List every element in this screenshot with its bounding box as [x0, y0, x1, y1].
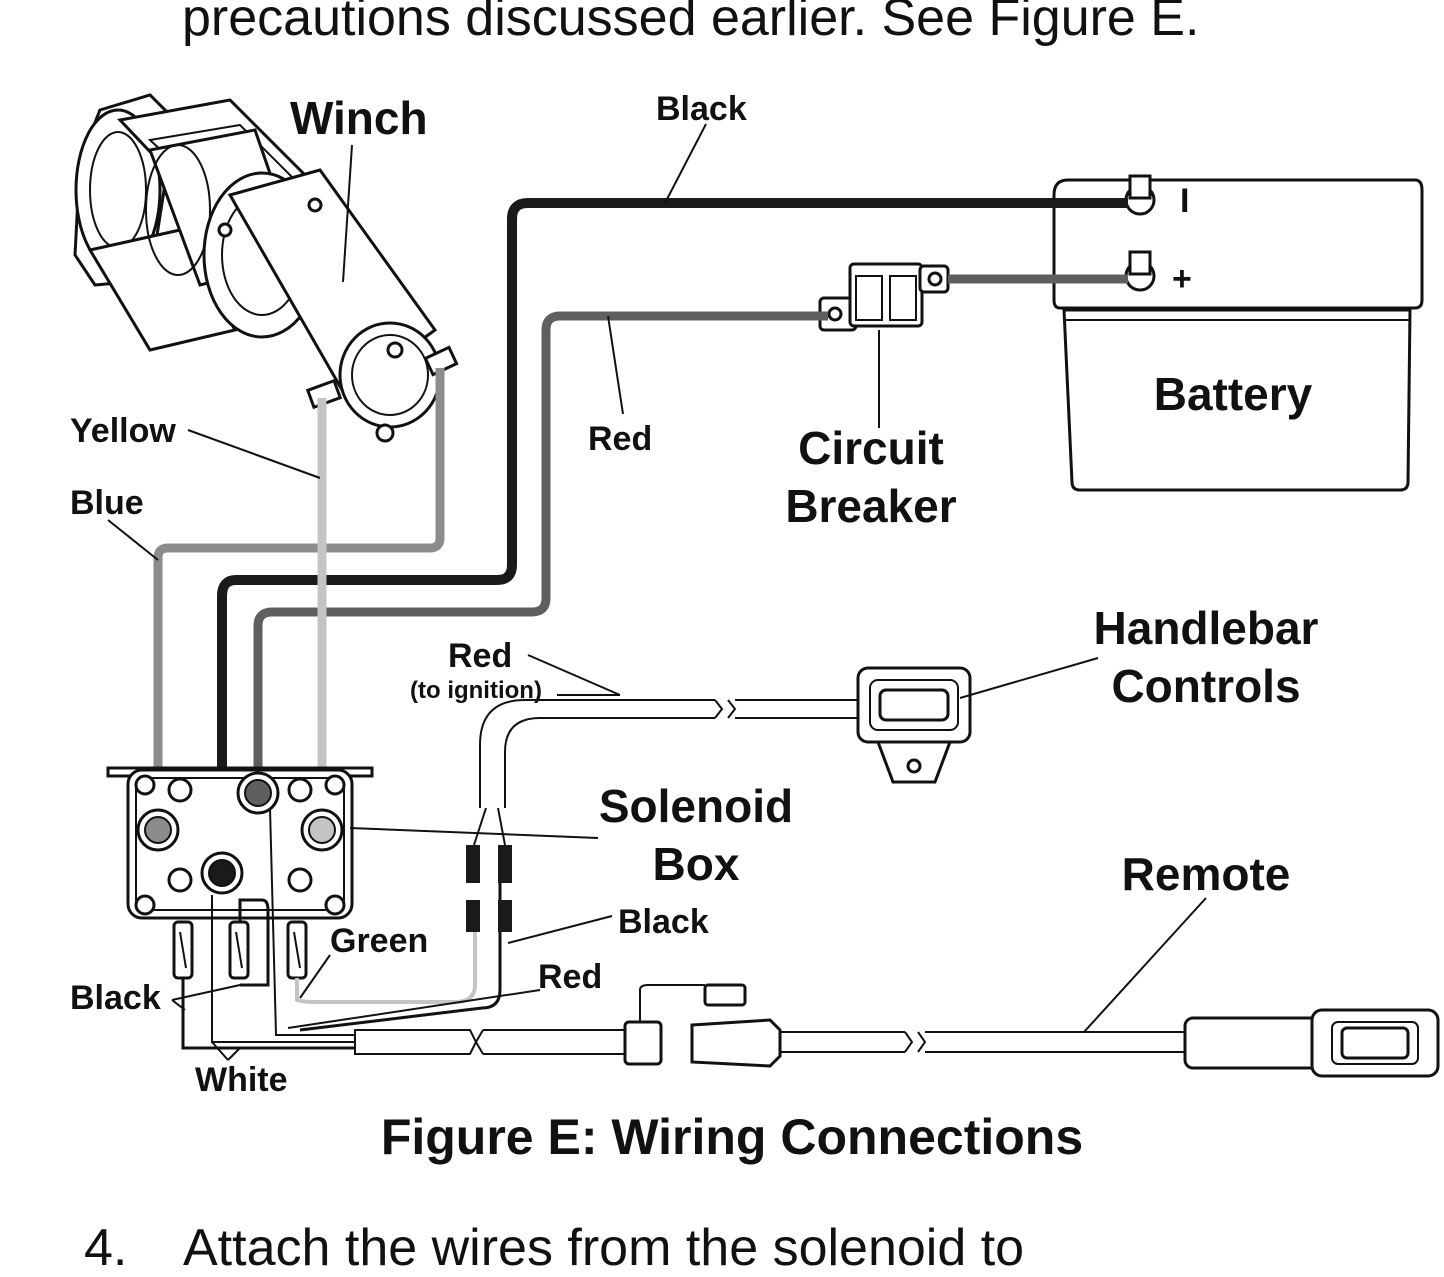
wire-control-red — [269, 807, 355, 1036]
black-wire-mid-label: Black — [618, 903, 709, 941]
leader-lines — [107, 123, 1207, 1061]
remote-socket-illustration — [623, 983, 782, 1068]
handlebar-controls-label-line1: Handlebar — [1094, 602, 1319, 654]
wire-control-red2 — [299, 880, 502, 1032]
battery-positive-label: + — [1172, 260, 1192, 298]
red-wire-label: Red — [588, 420, 652, 458]
circuit-breaker-label-line2: Breaker — [785, 480, 956, 532]
body-text-top-line: precautions discussed earlier. See Figur… — [182, 0, 1200, 47]
to-ignition-label: (to ignition) — [410, 677, 542, 704]
circuit-breaker-illustration — [818, 262, 950, 332]
solenoid-box-illustration — [106, 766, 374, 980]
handlebar-controls-label-line2: Controls — [1111, 660, 1300, 712]
wire-control-green — [295, 932, 477, 1004]
blue-wire-label: Blue — [70, 484, 144, 522]
remote-control-illustration — [1183, 1008, 1440, 1078]
battery-label: Battery — [1154, 368, 1313, 420]
wire-blue — [153, 368, 445, 830]
figure-caption: Figure E: Wiring Connections — [380, 1109, 1084, 1165]
winch-label: Winch — [290, 92, 428, 144]
handlebar-cable — [479, 699, 715, 808]
wire-red-main — [253, 311, 828, 792]
winch-illustration — [73, 93, 459, 443]
handlebar-switch-illustration — [856, 666, 972, 784]
step-number: 4. — [84, 1219, 128, 1277]
step-text: Attach the wires from the solenoid to — [183, 1219, 1025, 1277]
wire-control-black2 — [238, 898, 270, 987]
solenoid-box-label-line1: Solenoid — [599, 780, 793, 832]
green-wire-label: Green — [330, 922, 428, 960]
red-ignition-label: Red — [448, 637, 512, 675]
wire-black-main — [217, 198, 1128, 872]
battery-illustration — [1052, 174, 1424, 492]
black-wire-left-label: Black — [70, 979, 161, 1017]
circuit-breaker-label-line1: Circuit — [798, 422, 944, 474]
remote-label: Remote — [1122, 848, 1291, 900]
wire-control-black — [181, 978, 355, 1050]
yellow-wire-label: Yellow — [70, 412, 176, 450]
solenoid-box-label-line2: Box — [653, 838, 740, 890]
black-wire-top-label: Black — [656, 90, 747, 128]
ignition-plugs — [466, 807, 512, 932]
red-wire-low-label: Red — [538, 958, 602, 996]
battery-negative-label: I — [1180, 182, 1189, 220]
white-wire-label: White — [195, 1061, 288, 1099]
